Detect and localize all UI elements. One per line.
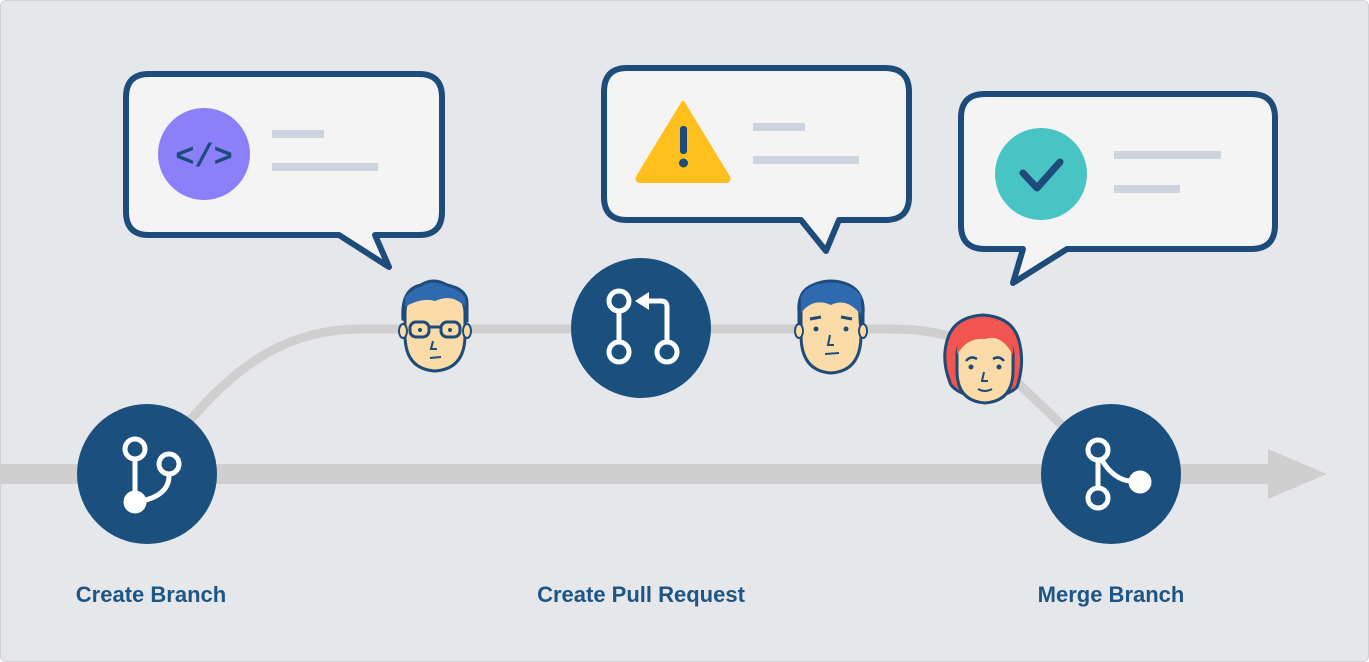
text-line-placeholder [1114, 185, 1180, 193]
merge-icon [1085, 437, 1152, 511]
speech-bubble-check [958, 91, 1278, 286]
pull-request-node [571, 258, 711, 398]
text-line-placeholder [753, 156, 859, 164]
text-line-placeholder [1114, 151, 1221, 159]
reviewer-avatar-woman [943, 313, 1024, 405]
step-label-create-pull-request: Create Pull Request [537, 582, 745, 607]
text-line-placeholder [272, 130, 324, 138]
step-label-merge-branch: Merge Branch [1037, 582, 1185, 607]
pull-request-icon [606, 288, 680, 365]
check-icon [995, 128, 1087, 220]
speech-bubble-warning [601, 65, 912, 254]
main-branch-track [1, 449, 1327, 499]
text-line-placeholder [753, 123, 805, 131]
warning-icon [635, 101, 731, 183]
speech-bubble-code: </> [123, 71, 445, 270]
reviewer-avatar-man [794, 279, 868, 375]
branch-icon [122, 436, 182, 514]
arrow-head [1268, 449, 1327, 499]
branch-node [77, 404, 217, 544]
text-line-placeholder [272, 163, 378, 171]
step-label-create-branch: Create Branch [75, 582, 227, 607]
reviewer-avatar-glasses [398, 279, 472, 373]
merge-node [1041, 404, 1181, 544]
code-icon-glyph: </> [175, 139, 233, 176]
code-icon: </> [158, 108, 250, 200]
